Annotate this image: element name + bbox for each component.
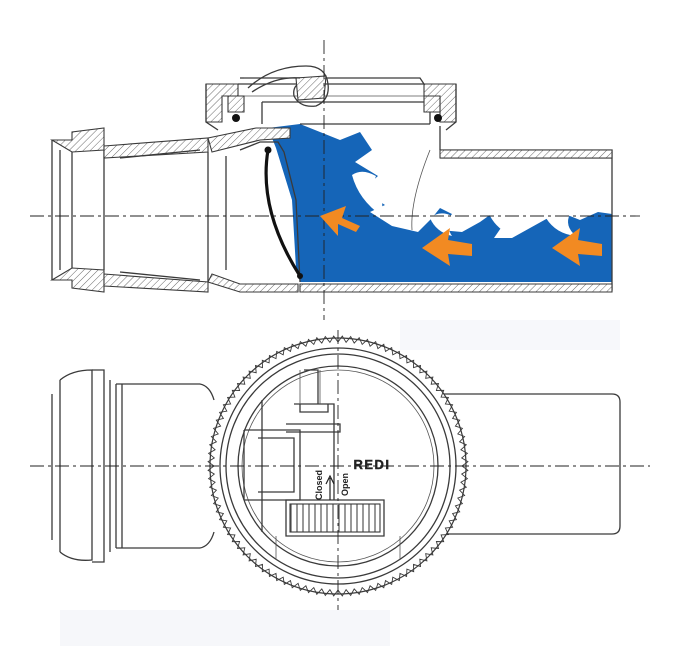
flow-arrow-icon [320,206,602,266]
closed-label: Closed [314,470,324,500]
brand-label: REDI [353,457,390,472]
open-label: Open [340,473,350,496]
watermark [60,320,620,646]
flow-arrow-icon [552,228,602,266]
flow-arrow-icon [320,206,360,236]
knurled-knob[interactable] [289,503,381,533]
flow-arrow-icon [422,228,472,266]
up-arrow-icon [325,474,335,500]
plan-view: REDI Closed Open [30,330,650,610]
check-flap [264,149,302,277]
water-flow [268,124,612,282]
section-view [30,40,640,320]
